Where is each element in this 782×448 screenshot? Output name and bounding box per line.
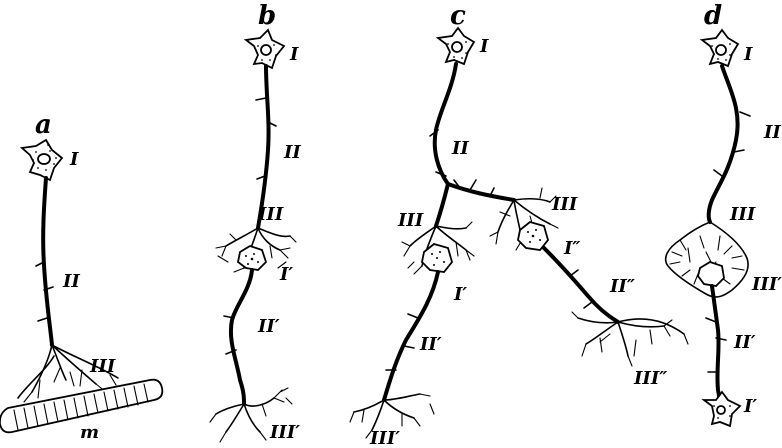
axon-process-3 bbox=[544, 248, 618, 322]
panel-b: b I II III I′ II′ III′ bbox=[210, 1, 301, 443]
label-segment-II-prime: II′ bbox=[733, 332, 756, 353]
label-segment-III-prime: III′ bbox=[269, 422, 300, 443]
label-segment-III-prime: III′ bbox=[369, 428, 400, 448]
label-neuron-I: I bbox=[289, 44, 299, 65]
label-segment-II: II bbox=[283, 142, 301, 163]
label-muscle-m: m bbox=[80, 422, 99, 443]
panel-letter-d: d bbox=[704, 1, 722, 31]
label-neuron-I-prime: I′ bbox=[453, 284, 467, 305]
axon-process bbox=[709, 66, 738, 222]
label-segment-III: III bbox=[729, 204, 756, 225]
panel-a: a I II III m bbox=[0, 110, 162, 443]
label-neuron-I-double-prime: I″ bbox=[563, 238, 580, 259]
collateral-branches bbox=[386, 314, 418, 370]
axon-branch-left bbox=[436, 184, 448, 226]
label-segment-III-prime: III′ bbox=[751, 274, 782, 295]
label-neuron-I-prime: I′ bbox=[279, 264, 293, 285]
axon-process-2 bbox=[231, 270, 252, 404]
label-segment-II: II bbox=[62, 271, 80, 292]
label-segment-II-double-prime: II″ bbox=[609, 276, 635, 297]
panel-d: d I II III III′ II′ I′ bbox=[666, 1, 782, 426]
label-neuron-I: I bbox=[479, 36, 489, 57]
terminal-arborization-3 bbox=[572, 312, 688, 366]
label-segment-III-left: III bbox=[397, 210, 424, 231]
cell-nucleus bbox=[261, 45, 271, 55]
axon-process bbox=[435, 64, 456, 184]
label-neuron-I: I bbox=[743, 44, 753, 65]
basket-arborization bbox=[666, 222, 748, 297]
label-segment-II: II bbox=[763, 122, 781, 143]
label-segment-III-double-prime: III″ bbox=[633, 368, 667, 389]
label-segment-II: II bbox=[451, 138, 469, 159]
label-neuron-I-prime: I′ bbox=[743, 396, 757, 417]
cell-nucleus bbox=[38, 154, 50, 164]
neuron-cell-body-2 bbox=[698, 262, 724, 286]
label-segment-III: III bbox=[257, 204, 284, 225]
axon-process-2 bbox=[712, 286, 720, 410]
cell-nucleus bbox=[717, 406, 725, 414]
cell-nucleus bbox=[716, 45, 726, 55]
label-neuron-I: I bbox=[69, 149, 79, 170]
panel-letter-b: b bbox=[258, 1, 276, 31]
panel-c: c I II III I′ II′ bbox=[350, 1, 688, 448]
panel-letter-a: a bbox=[35, 110, 52, 140]
label-segment-III-right: III bbox=[551, 194, 578, 215]
label-segment-III: III bbox=[89, 356, 116, 377]
collateral-branches bbox=[714, 112, 750, 176]
label-segment-II-prime: II′ bbox=[419, 334, 442, 355]
label-segment-II-prime: II′ bbox=[257, 316, 280, 337]
cell-nucleus bbox=[452, 42, 462, 52]
